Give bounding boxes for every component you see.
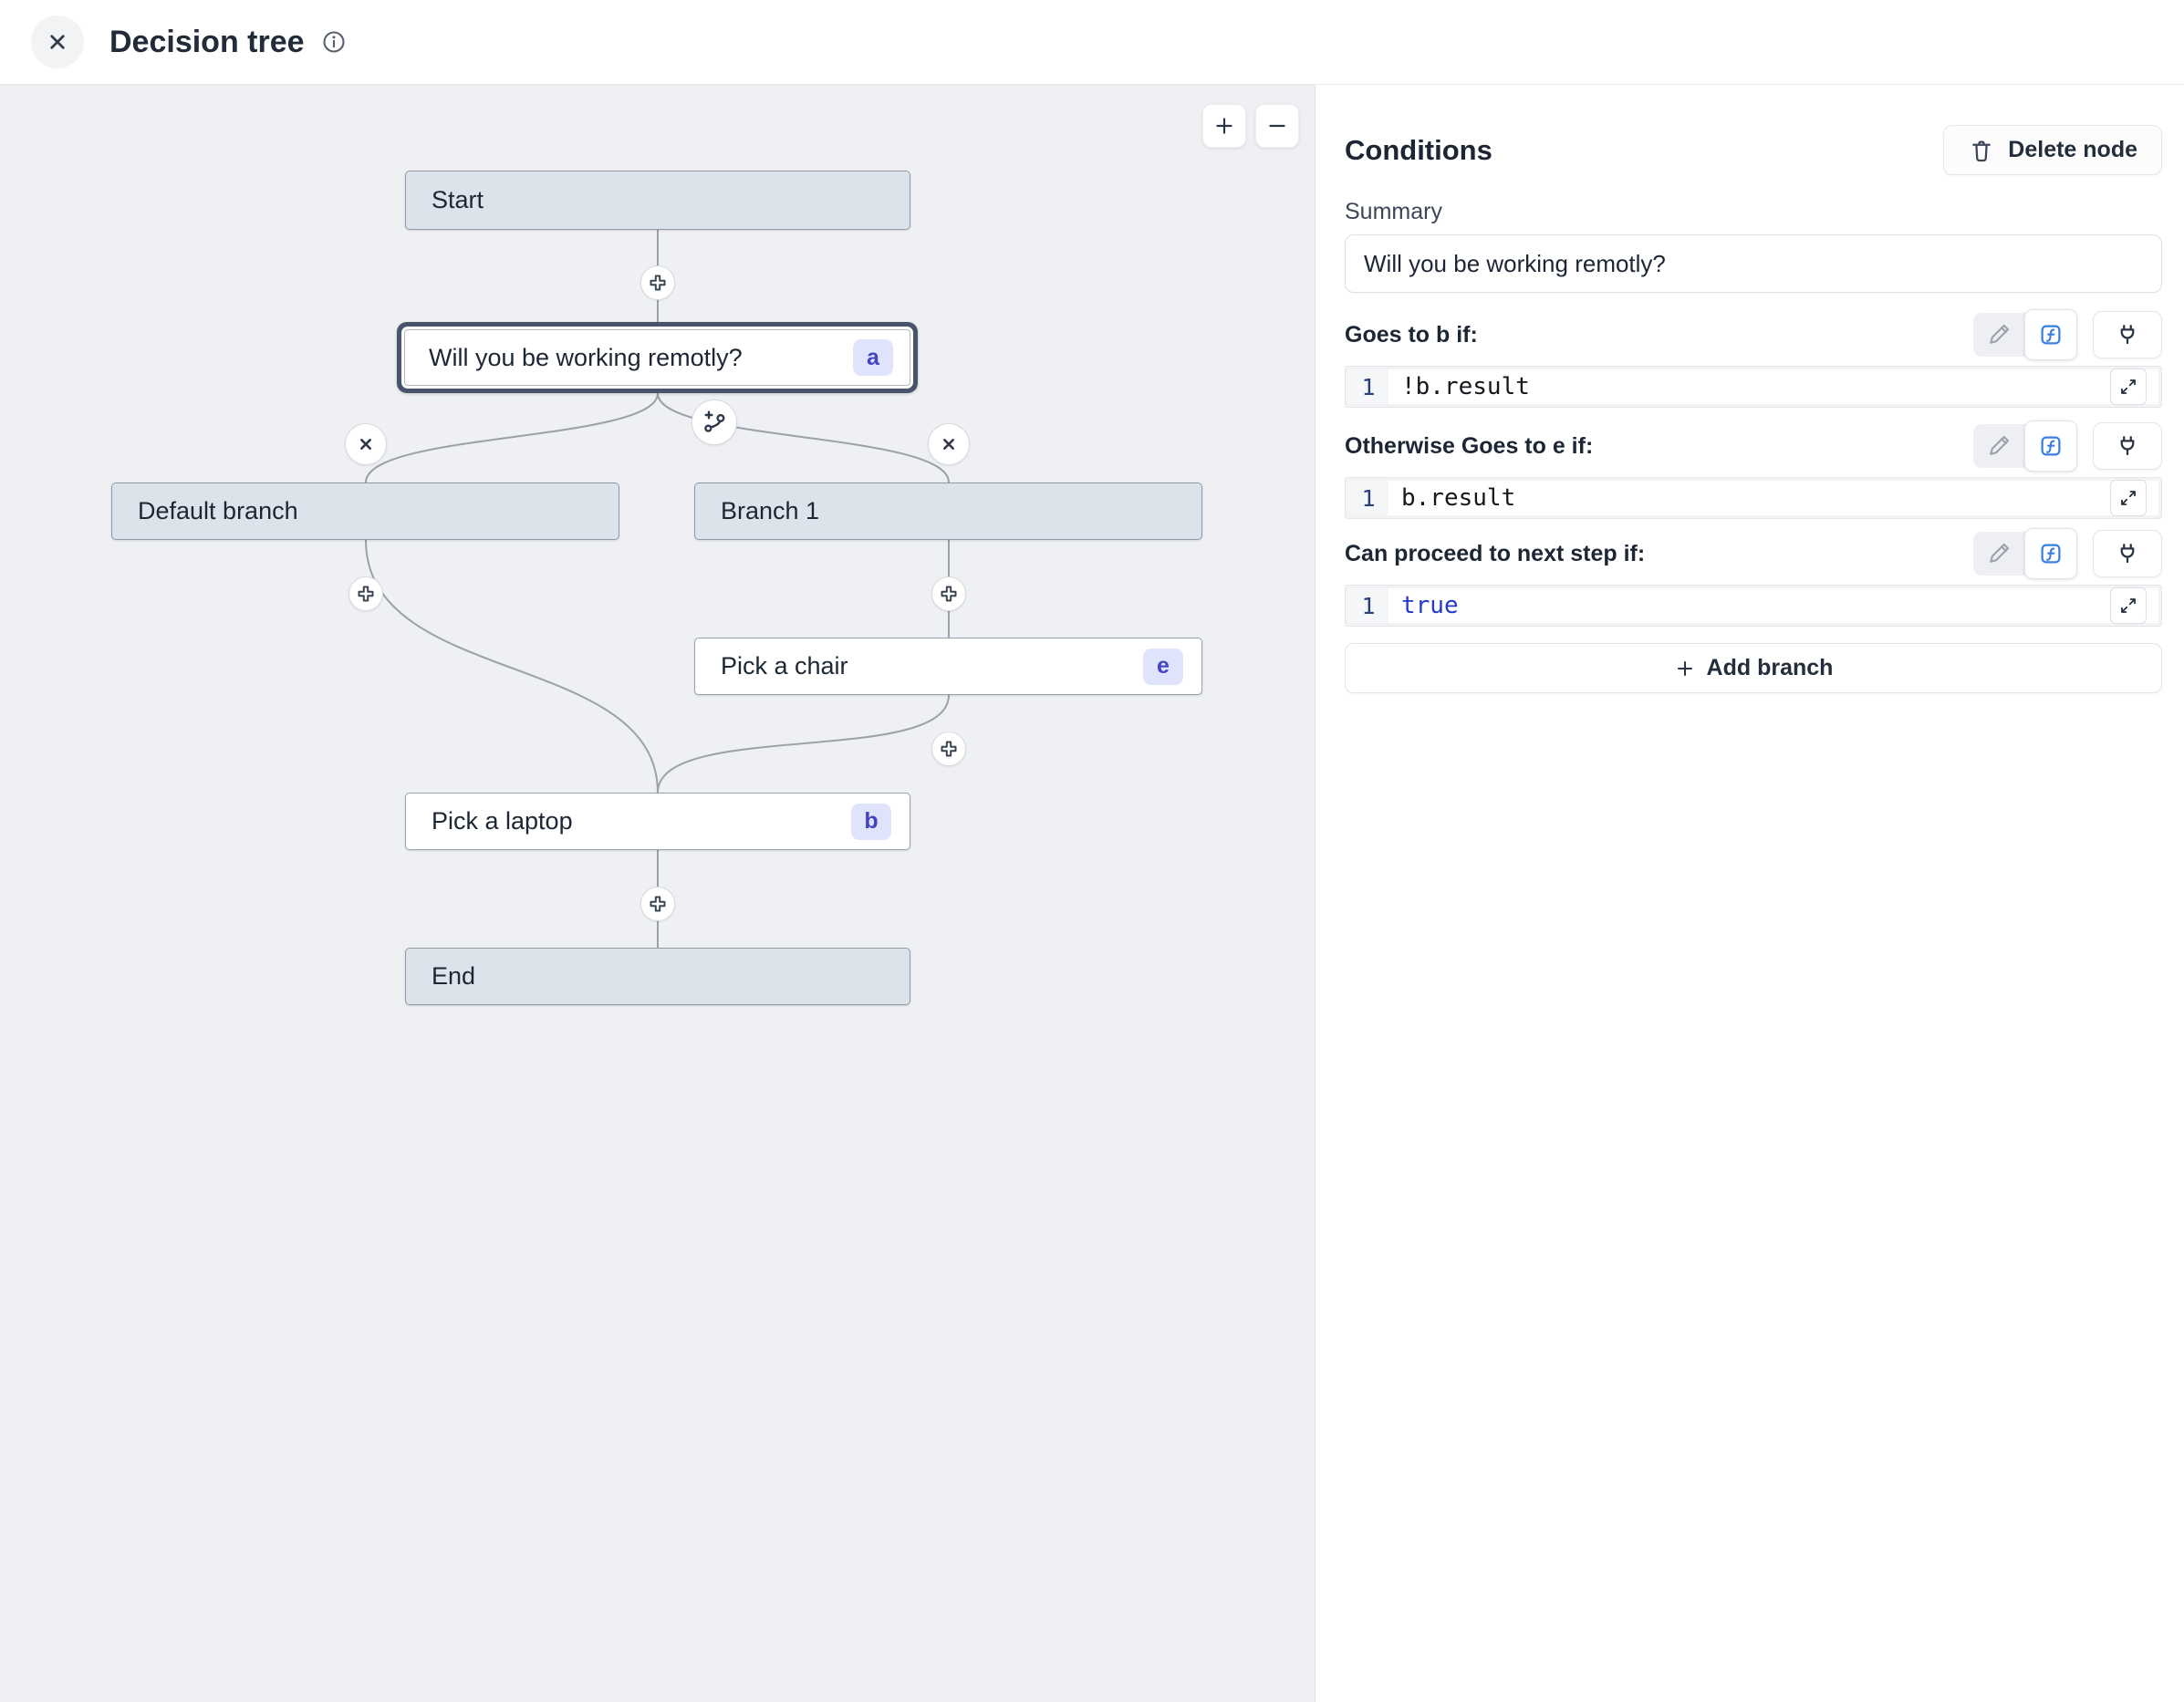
node-label: Default branch xyxy=(138,497,298,525)
info-icon[interactable] xyxy=(321,29,347,55)
code-editor[interactable]: 1 b.result xyxy=(1345,477,2162,519)
expand-icon xyxy=(2117,487,2139,509)
node-label: Start xyxy=(432,186,484,214)
node-default-branch[interactable]: Default branch xyxy=(111,483,619,540)
node-end[interactable]: End xyxy=(405,948,910,1005)
line-number: 1 xyxy=(1348,588,1388,623)
line-number: 1 xyxy=(1348,369,1388,404)
close-button[interactable] xyxy=(31,16,84,68)
delete-node-label: Delete node xyxy=(2008,137,2137,163)
node-badge: a xyxy=(853,339,893,376)
node-badge: e xyxy=(1143,649,1183,685)
trash-icon xyxy=(1968,137,1995,164)
expand-editor-button[interactable] xyxy=(2110,587,2147,624)
connect-data-button[interactable] xyxy=(2093,422,2162,470)
branch-split-icon xyxy=(700,408,729,437)
plus-connector-icon xyxy=(647,272,669,294)
delete-branch-button[interactable] xyxy=(345,423,387,465)
add-node-button[interactable] xyxy=(931,576,966,611)
add-branch-button[interactable]: Add branch xyxy=(1345,643,2162,693)
plus-connector-icon xyxy=(647,893,669,915)
close-icon xyxy=(44,28,71,56)
x-icon xyxy=(353,431,379,457)
conditions-panel: Conditions Delete node Summary Goes to b… xyxy=(1316,85,2184,1702)
top-bar: Decision tree xyxy=(0,0,2184,85)
code-text[interactable]: !b.result xyxy=(1388,369,1530,404)
code-editor[interactable]: 1 true xyxy=(1345,585,2162,627)
function-icon xyxy=(2037,540,2064,567)
node-label: Pick a chair xyxy=(721,652,848,680)
add-node-button[interactable] xyxy=(931,732,966,766)
node-badge: b xyxy=(851,804,891,840)
function-mode-button[interactable] xyxy=(2024,420,2077,472)
plug-icon xyxy=(2114,321,2141,348)
node-label: Pick a laptop xyxy=(432,807,573,835)
edit-mode-button[interactable] xyxy=(1973,313,2024,357)
expand-icon xyxy=(2117,376,2139,398)
plug-icon xyxy=(2114,432,2141,460)
function-mode-button[interactable] xyxy=(2024,309,2077,360)
section-label: Goes to b if: xyxy=(1345,322,1478,348)
add-branch-connector-button[interactable] xyxy=(692,400,737,445)
editor-mode-toggle xyxy=(1973,424,2076,468)
expand-editor-button[interactable] xyxy=(2110,368,2147,405)
edit-mode-button[interactable] xyxy=(1973,532,2024,576)
plus-icon xyxy=(1674,658,1696,680)
panel-title: Conditions xyxy=(1345,134,1492,167)
editor-mode-toggle xyxy=(1973,313,2076,357)
flow-canvas[interactable]: Start Will you be working remotly? a Def… xyxy=(0,85,1316,1702)
function-mode-button[interactable] xyxy=(2024,528,2077,579)
line-number: 1 xyxy=(1348,481,1388,515)
zoom-in-button[interactable] xyxy=(1202,104,1246,148)
connect-data-button[interactable] xyxy=(2093,530,2162,577)
expand-icon xyxy=(2117,595,2139,617)
node-label: Branch 1 xyxy=(721,497,819,525)
pencil-icon xyxy=(1985,432,2012,460)
summary-input[interactable] xyxy=(1345,234,2162,293)
node-start[interactable]: Start xyxy=(405,171,910,230)
add-node-button[interactable] xyxy=(348,576,383,611)
section-label: Can proceed to next step if: xyxy=(1345,541,1645,567)
add-node-button[interactable] xyxy=(640,265,675,300)
plug-icon xyxy=(2114,540,2141,567)
plus-connector-icon xyxy=(355,583,377,605)
code-editor[interactable]: 1 !b.result xyxy=(1345,366,2162,408)
expand-editor-button[interactable] xyxy=(2110,480,2147,516)
plus-icon xyxy=(1212,114,1236,138)
summary-label: Summary xyxy=(1345,199,2162,225)
node-label: Will you be working remotly? xyxy=(429,344,743,372)
node-branch-1[interactable]: Branch 1 xyxy=(694,483,1202,540)
zoom-out-button[interactable] xyxy=(1255,104,1299,148)
node-question-selected[interactable]: Will you be working remotly? a xyxy=(397,322,918,393)
section-label: Otherwise Goes to e if: xyxy=(1345,433,1593,460)
function-icon xyxy=(2037,321,2064,348)
code-text[interactable]: true xyxy=(1388,588,1459,623)
plus-connector-icon xyxy=(938,738,960,760)
connect-data-button[interactable] xyxy=(2093,311,2162,358)
node-pick-chair[interactable]: Pick a chair e xyxy=(694,638,1202,695)
edit-mode-button[interactable] xyxy=(1973,424,2024,468)
pencil-icon xyxy=(1985,540,2012,567)
x-icon xyxy=(936,431,962,457)
page-title: Decision tree xyxy=(109,25,305,60)
node-pick-laptop[interactable]: Pick a laptop b xyxy=(405,793,910,850)
function-icon xyxy=(2037,432,2064,460)
delete-branch-button[interactable] xyxy=(928,423,970,465)
editor-mode-toggle xyxy=(1973,532,2076,576)
minus-icon xyxy=(1265,114,1289,138)
code-text[interactable]: b.result xyxy=(1388,481,1515,515)
add-node-button[interactable] xyxy=(640,887,675,921)
delete-node-button[interactable]: Delete node xyxy=(1943,125,2162,175)
node-label: End xyxy=(432,962,475,991)
pencil-icon xyxy=(1985,321,2012,348)
add-branch-label: Add branch xyxy=(1707,655,1834,681)
plus-connector-icon xyxy=(938,583,960,605)
